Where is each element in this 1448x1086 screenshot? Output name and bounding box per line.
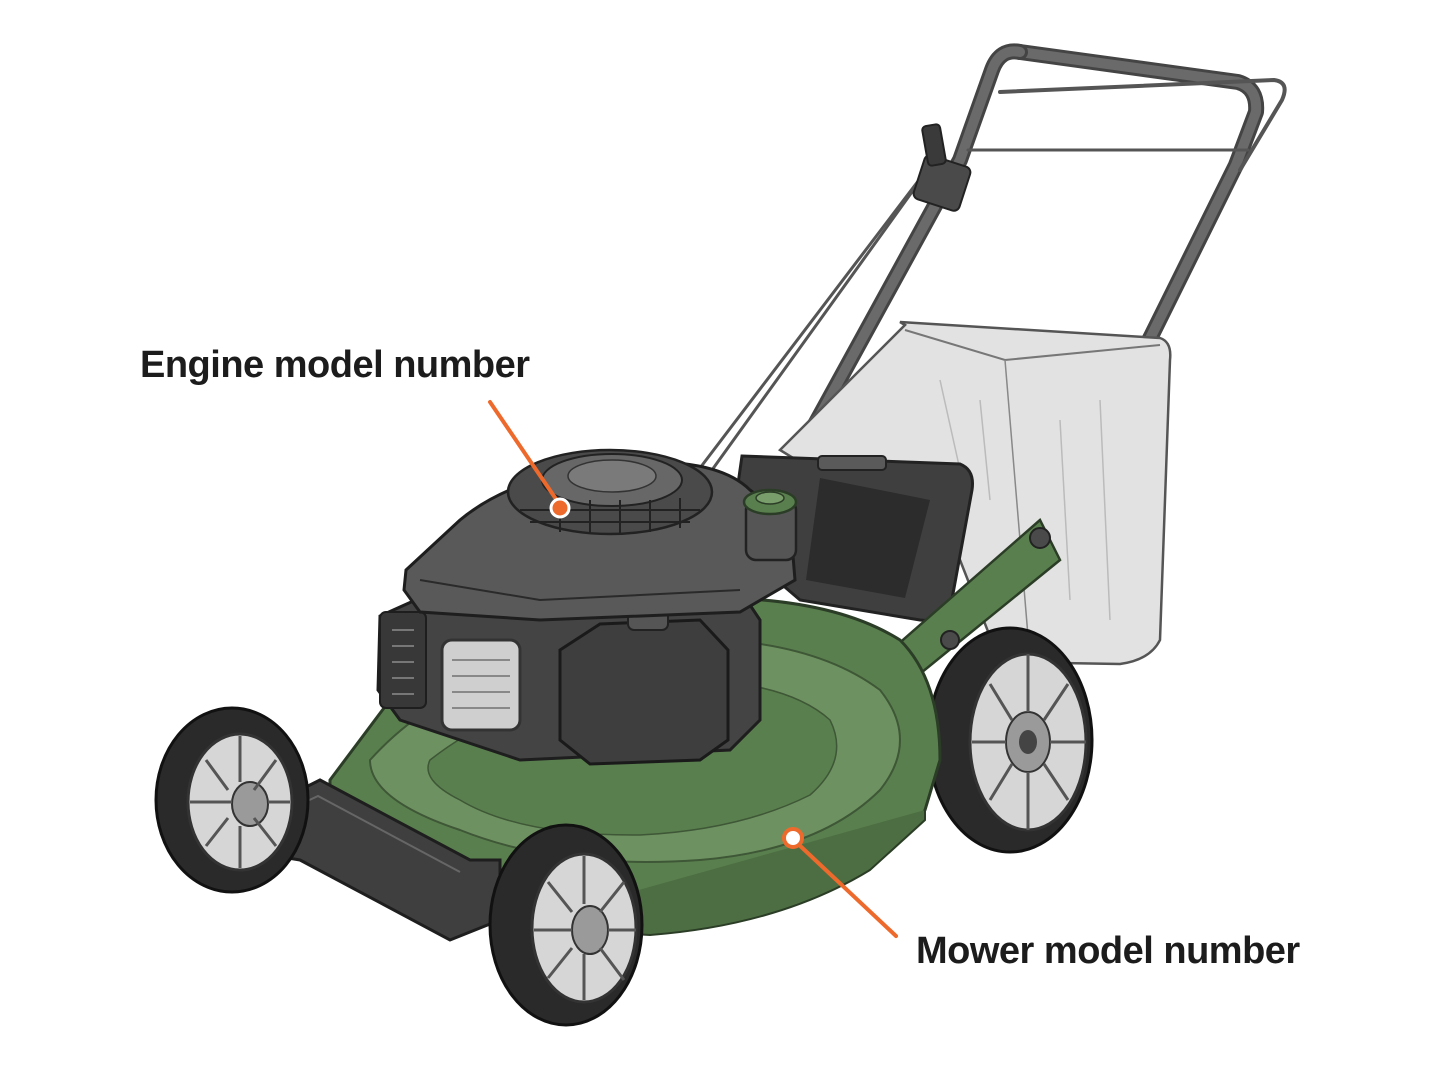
callout-mower-dot — [782, 827, 804, 849]
callout-engine-dot — [549, 497, 571, 519]
mower-model-number-label: Mower model number — [916, 930, 1300, 972]
front-right-wheel — [488, 823, 644, 1027]
front-left-wheel — [154, 706, 310, 894]
handle-assembly — [698, 43, 1287, 528]
throttle-control — [912, 123, 972, 212]
callout-mower-line — [782, 827, 898, 938]
engine — [376, 448, 798, 766]
rear-wheel — [926, 626, 1094, 854]
callout-engine-line — [488, 400, 571, 519]
engine-model-number-label: Engine model number — [140, 344, 530, 386]
